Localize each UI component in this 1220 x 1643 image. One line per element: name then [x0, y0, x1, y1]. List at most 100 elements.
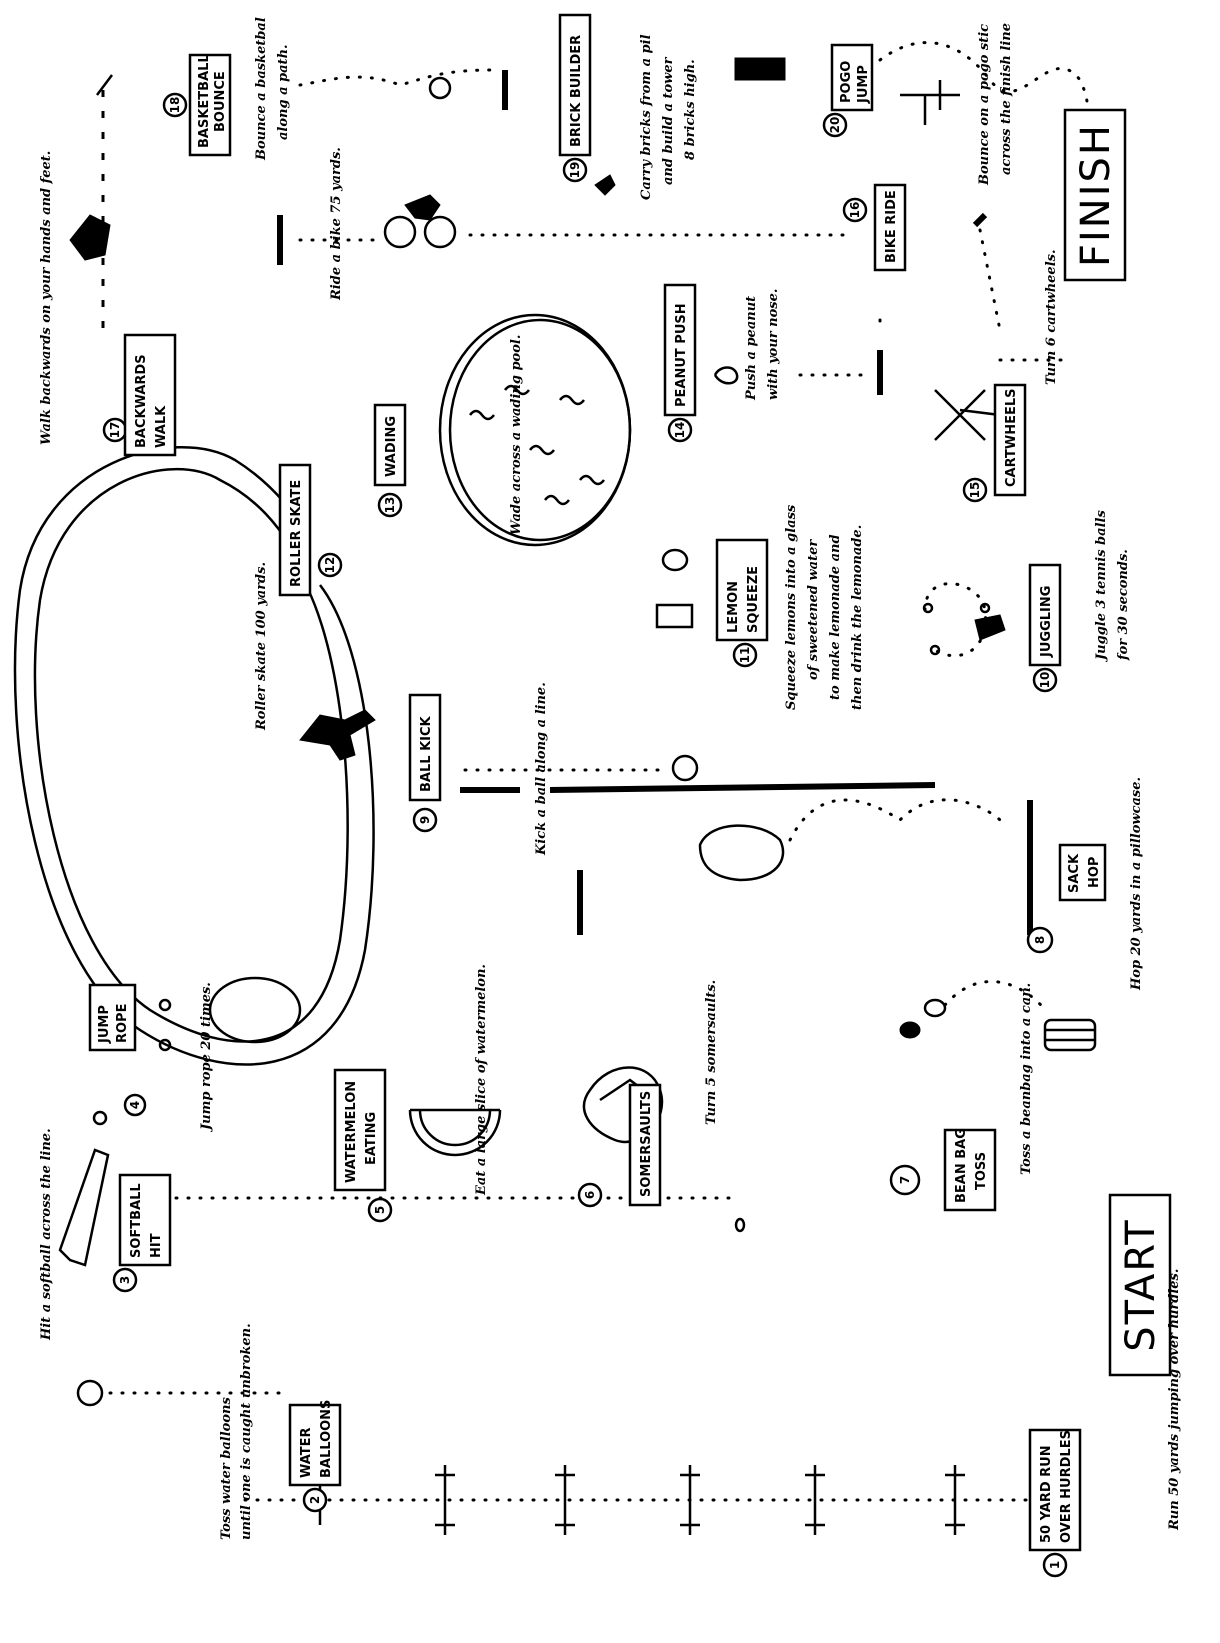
finish-marker: FINISH [1065, 110, 1125, 280]
wading-pool [440, 315, 630, 545]
instruction-line: Bounce on a pogo stic [977, 24, 992, 186]
instruction-line: Carry bricks from a pil [639, 34, 654, 200]
instruction-line: Squeeze lemons into a glass [784, 504, 799, 710]
station-title-line: BRICK BUILDER [569, 35, 584, 147]
instruction-line: Toss a beanbag into a can. [1019, 983, 1034, 1175]
instruction-line: Hop 20 yards in a pillowcase. [1129, 777, 1144, 991]
station-number: 18 [168, 97, 182, 114]
instruction-line: to make lemonade and [828, 534, 843, 700]
station-4-instruction: Jump rope 20 times. [199, 982, 214, 1133]
station-title-line: CARTWHEELS [1004, 388, 1019, 487]
station-9-instruction: Kick a ball along a line. [534, 682, 549, 856]
instruction-line: Bounce a basketbal [254, 17, 269, 161]
station-18: 18 BASKETBALL BOUNCE [164, 54, 230, 155]
station-12-instruction: Roller skate 100 yards. [254, 562, 269, 731]
station-2-instruction: Toss water balloons until one is caught … [219, 1323, 254, 1540]
station-20-instruction: Bounce on a pogo stic across the finish … [977, 23, 1014, 186]
station-title-line: HIT [149, 1233, 164, 1258]
instruction-line: for 30 seconds. [1116, 549, 1131, 661]
station-7-instruction: Toss a beanbag into a can. [1019, 983, 1034, 1175]
station-title-line: SOFTBALL [129, 1183, 144, 1258]
instruction-line: Kick a ball along a line. [534, 682, 549, 856]
station-11-instruction: Squeeze lemons into a glass of sweetened… [784, 504, 865, 710]
hurdles [245, 1465, 1080, 1535]
station-2: 2 WATER BALLOONS [290, 1400, 340, 1511]
instruction-line: Wade across a wading pool. [509, 335, 524, 535]
instruction-line: across the finish line [999, 23, 1014, 175]
station-number: 19 [568, 162, 582, 179]
station-title-line: JUGGLING [1039, 586, 1054, 658]
instruction-line: Hit a softball across the line. [39, 1128, 54, 1341]
station-title-line: WALK [154, 405, 169, 448]
start-marker: START [1110, 1195, 1170, 1375]
station-18-instruction: Bounce a basketbal along a path. [254, 17, 291, 161]
instruction-line: until one is caught unbroken. [239, 1323, 254, 1540]
station-17: 17 BACKWARDS WALK [104, 335, 175, 455]
station-number: 4 [128, 1101, 142, 1109]
station-title-line: BIKE RIDE [884, 190, 899, 263]
station-title-line: WATERMELON [344, 1081, 359, 1183]
instruction-line: Run 50 yards jumping over hurdles. [1167, 1269, 1182, 1531]
juggling-scene [924, 584, 1005, 656]
station-8: 8 SACK HOP [1028, 845, 1105, 952]
station-9: 9 BALL KICK [410, 695, 440, 831]
beanbag-scene [900, 982, 1095, 1050]
instruction-line: Walk backwards on your hands and feet. [39, 151, 54, 445]
station-19-instruction: Carry bricks from a pil and build a towe… [639, 34, 698, 200]
instruction-line: of sweetened water [806, 539, 821, 680]
station-number: 12 [323, 557, 337, 574]
station-16: 16 BIKE RIDE [844, 185, 905, 270]
station-title-line: ROPE [115, 1004, 130, 1043]
station-number: 6 [583, 1191, 597, 1199]
station-number: 3 [118, 1276, 132, 1284]
station-number: 13 [383, 497, 397, 514]
station-number: 20 [828, 117, 842, 134]
station-14-instruction: Push a peanut with your nose. [744, 289, 781, 401]
station-13: 13 WADING [375, 405, 405, 516]
station-4: 4 JUMP ROPE [90, 985, 145, 1115]
station-number: 9 [418, 816, 432, 824]
station-title-line: BEAN BAG [954, 1128, 969, 1203]
backwards-walk-scene [70, 75, 112, 340]
station-title-line: PEANUT PUSH [674, 303, 689, 407]
instruction-line: then drink the lemonade. [850, 525, 865, 710]
instruction-line: along a path. [276, 44, 291, 140]
station-10-instruction: Juggle 3 tennis balls for 30 seconds. [1094, 510, 1131, 663]
station-5-instruction: Eat a large slice of watermelon. [474, 964, 489, 1196]
station-title-line: POGO [839, 61, 854, 103]
station-7: 7 BEAN BAG TOSS [891, 1128, 995, 1210]
station-title-line: SQUEEZE [746, 566, 761, 633]
station-6: 6 SOMERSAULTS [579, 1085, 660, 1206]
basketball-bounce-scene [300, 70, 505, 110]
station-17-instruction: Walk backwards on your hands and feet. [39, 151, 54, 445]
station-number: 11 [738, 647, 752, 664]
station-title-line: WADING [384, 416, 399, 477]
station-title-line: BACKWARDS [134, 354, 149, 448]
station-title-line: SACK [1067, 853, 1082, 893]
station-20: 20 POGO JUMP [824, 45, 872, 136]
station-number: 5 [373, 1206, 387, 1214]
station-number: 8 [1033, 936, 1047, 944]
station-3-instruction: Hit a softball across the line. [39, 1128, 54, 1341]
instruction-line: Juggle 3 tennis balls [1094, 510, 1109, 663]
jump-rope-scene [160, 978, 300, 1050]
station-19: 19 BRICK BUILDER [560, 15, 590, 181]
station-title-line: JUMP [97, 1005, 112, 1044]
station-title-line: EATING [364, 1112, 379, 1165]
station-title-line: JUMP [856, 65, 871, 104]
station-number: 15 [968, 482, 982, 499]
station-3: 3 SOFTBALL HIT [114, 1175, 170, 1291]
bike-ride-scene [280, 195, 850, 265]
station-number: 14 [673, 422, 687, 439]
station-13-instruction: Wade across a wading pool. [509, 335, 524, 535]
station-8-instruction: Hop 20 yards in a pillowcase. [1129, 777, 1144, 991]
station-1: 1 50 YARD RUN OVER HURDLES [1030, 1430, 1080, 1576]
station-16-instruction: Ride a bike 75 yards. [329, 147, 344, 301]
station-title-line: LEMON [726, 581, 741, 633]
station-15-instruction: Turn 6 cartwheels. [1044, 250, 1059, 386]
station-1-instruction: Run 50 yards jumping over hurdles. [1167, 1269, 1182, 1531]
station-number: 10 [1038, 672, 1052, 689]
instruction-line: Turn 5 somersaults. [704, 980, 719, 1125]
roller-skater-scene [300, 710, 375, 760]
